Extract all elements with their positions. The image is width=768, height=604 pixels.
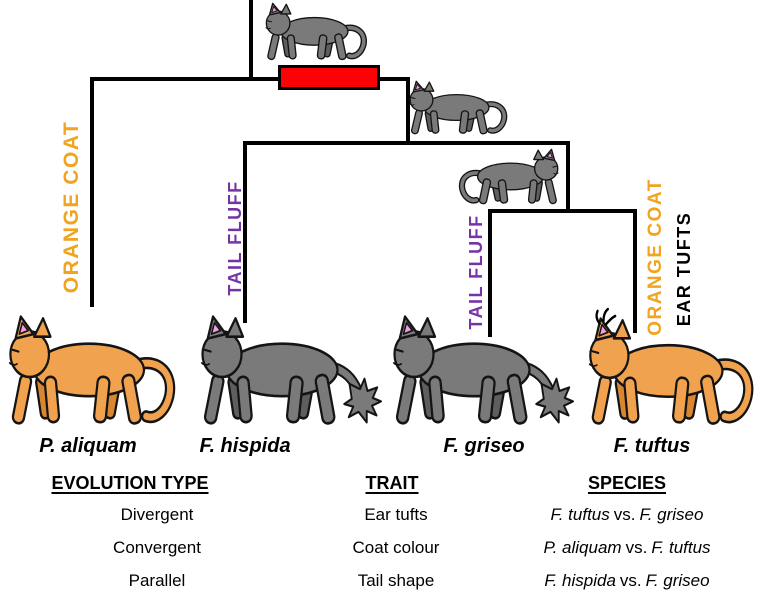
tree-branch-f-griseo — [488, 209, 492, 337]
cat-f-griseo-illustration — [384, 314, 576, 432]
branch-label-orange-coat-left: ORANGE COAT — [60, 120, 83, 294]
species-pair-1-b: F. griseo — [639, 505, 704, 524]
species-name-f-tuftus: F. tuftus — [613, 435, 691, 457]
species-name-p-aliquam: P. aliquam — [39, 435, 137, 457]
evolution-type-cell-divergent: Divergent — [120, 505, 194, 524]
column-header-trait: TRAIT — [365, 473, 419, 493]
tree-branch-h2 — [243, 141, 570, 145]
tree-branch-h3 — [488, 209, 637, 213]
tree-node2-stem — [406, 77, 410, 145]
tree-branch-f-tuftus — [633, 209, 637, 333]
tree-branch-f-hispida — [243, 141, 247, 323]
evolution-type-cell-convergent: Convergent — [113, 538, 201, 557]
species-pair-2-vs: vs. — [625, 538, 648, 557]
ancestor-cat-node3-illustration — [450, 148, 564, 208]
species-pair-1-a: F. tuftus — [550, 505, 610, 524]
tree-node3-stem — [566, 141, 570, 213]
trait-cell-ear-tufts: Ear tufts — [364, 505, 428, 524]
species-pair-1-vs: vs. — [613, 505, 636, 524]
cat-f-tuftus-illustration — [580, 316, 768, 432]
column-header-evolution-type: EVOLUTION TYPE — [51, 473, 209, 493]
evolution-type-cell-parallel: Parallel — [128, 571, 186, 590]
mutation-marker-red — [278, 65, 380, 90]
column-header-species: SPECIES — [587, 473, 667, 493]
tree-branch-p-aliquam — [90, 77, 94, 307]
trait-cell-coat-colour: Coat colour — [352, 538, 440, 557]
species-pair-2-b: F. tuftus — [651, 538, 711, 557]
species-pair-3-b: F. griseo — [645, 571, 710, 590]
species-name-f-hispida: F. hispida — [199, 435, 291, 457]
species-pair-2-a: P. aliquam — [543, 538, 622, 557]
ancestor-cat-node2-illustration — [404, 80, 516, 138]
species-name-f-griseo: F. griseo — [443, 435, 525, 457]
trait-cell-tail-shape: Tail shape — [357, 571, 435, 590]
tree-branch-h1 — [90, 77, 410, 81]
species-pair-3-a: F. hispida — [544, 571, 616, 590]
tree-root-stem — [249, 0, 253, 81]
cat-p-aliquam-illustration — [0, 314, 190, 432]
cat-f-hispida-illustration — [192, 314, 384, 432]
ancestor-cat-root-illustration — [260, 2, 376, 64]
species-pair-3-vs: vs. — [619, 571, 642, 590]
